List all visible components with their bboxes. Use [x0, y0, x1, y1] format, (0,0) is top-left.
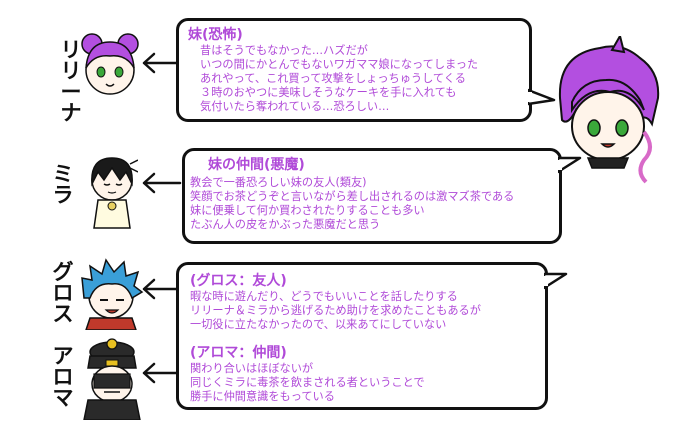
bubble-tail-sister [528, 88, 556, 106]
arrow-to-mira [142, 172, 182, 194]
aroma-avatar [83, 338, 141, 420]
sister-line-4: ３時のおやつに美味しそうなケーキを手に入れても [200, 86, 457, 99]
mira-line-2: 笑顔でお茶どうぞと言いながら差し出されるのは激マズ茶である [190, 190, 515, 203]
mira-avatar [91, 157, 138, 229]
aroma-line-3: 勝手に仲間意識をもっている [190, 390, 335, 403]
bubble-tail-mira [558, 156, 582, 174]
sister-bubble [176, 18, 532, 122]
character-name-aroma: アロマ [52, 344, 74, 410]
mira-line-1: 教会で一番恐ろしい妹の友人(類友) [190, 176, 367, 189]
gross-line-1: 暇な時に遊んだり、どうでもいいことを話したりする [190, 290, 458, 303]
sister-line-1: 昔はそうでもなかった…ハズだが [200, 44, 368, 57]
arrow-to-aroma [142, 362, 182, 384]
mira-bubble [182, 148, 562, 244]
aroma-line-2: 同じくミラに毒茶を飲まされる者ということで [190, 376, 425, 389]
lily-avatar [81, 33, 139, 95]
sister-title: 妹(恐怖) [188, 27, 243, 43]
sister-line-5: 気付いたら奪われている…恐ろしい… [200, 100, 390, 113]
arrow-to-lily [142, 52, 182, 74]
character-name-gross: グロス [52, 260, 74, 326]
gross-title: (グロス：友人) [190, 273, 287, 289]
gross-line-3: 一切役に立たなかったので、以来あてにしていない [190, 318, 447, 331]
bubble-tail-gross-aroma [544, 272, 568, 290]
arrow-to-gross [142, 278, 182, 300]
mira-line-4: たぶん人の皮をかぶった悪魔だと思う [190, 218, 381, 231]
aroma-title: (アロマ：仲間) [190, 345, 287, 361]
mira-line-3: 妹に便乗して何か買わされたりすることも多い [190, 204, 425, 217]
gross-avatar [81, 258, 144, 330]
gross-aroma-bubble [176, 262, 548, 410]
character-name-mira: ミラ [52, 162, 74, 207]
sister-line-2: いつの間にかとんでもないワガママ娘になってしまった [200, 58, 479, 71]
sister-line-3: あれやって、これ買って攻撃をしょっちゅうしてくる [200, 72, 466, 85]
character-name-lily: リリーナ [60, 38, 82, 125]
gross-line-2: リリーナ＆ミラから逃げるため助けを求めたこともあるが [190, 304, 481, 317]
speaker-avatar [558, 36, 660, 184]
mira-title: 妹の仲間(悪魔) [208, 157, 305, 173]
aroma-line-1: 関わり合いはほぼないが [190, 362, 314, 375]
